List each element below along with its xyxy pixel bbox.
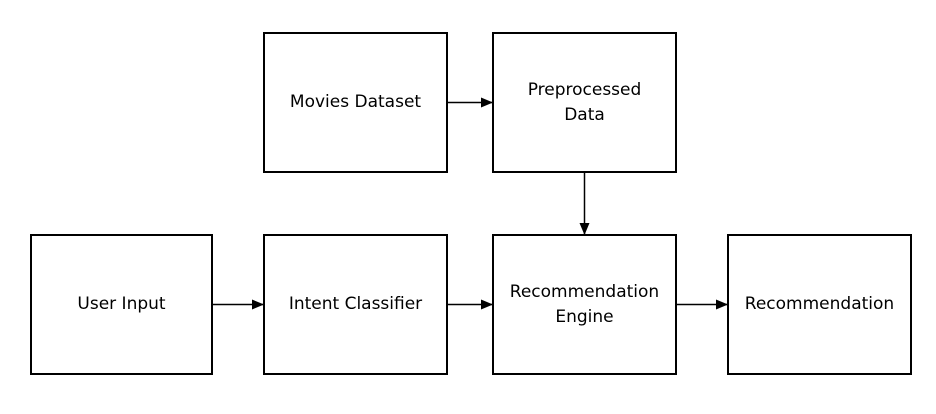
node-preprocessed-data: Preprocessed Data [492,32,677,173]
node-label: Movies Dataset [290,90,421,115]
node-label-line: User Input [77,294,166,315]
node-label: Recommendation [745,292,894,317]
node-label-line: Engine [555,306,614,327]
node-intent-classifier: Intent Classifier [263,234,448,375]
node-recommendation: Recommendation [727,234,912,375]
node-label: Recommendation Engine [510,280,659,329]
node-label-line: Recommendation [509,281,660,302]
node-movies-dataset: Movies Dataset [263,32,448,173]
node-label-line: Movies Dataset [289,92,422,113]
node-label-line: Recommendation [744,294,895,315]
node-user-input: User Input [30,234,213,375]
node-recommendation-engine: Recommendation Engine [492,234,677,375]
node-label-line: Intent Classifier [288,294,423,315]
node-label: Intent Classifier [289,292,422,317]
node-label-line: Preprocessed [527,79,642,100]
node-label-line: Data [564,104,605,125]
node-label: Preprocessed Data [528,78,642,127]
node-label: User Input [77,292,165,317]
